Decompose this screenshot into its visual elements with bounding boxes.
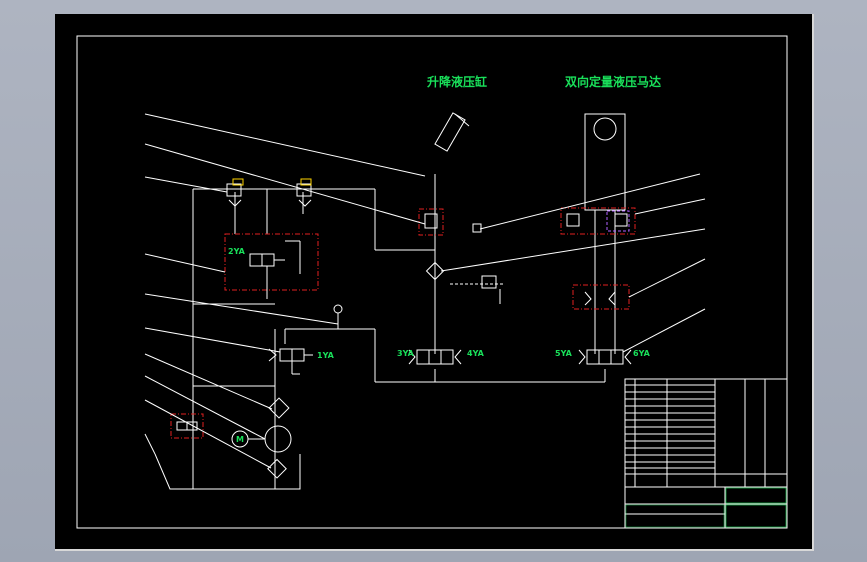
motor-check-box [572, 284, 630, 310]
leader-line-14 [628, 258, 706, 298]
hydraulic-pump [264, 425, 292, 453]
drawing-canvas[interactable]: 2YA 1YA M 升降液压缸 3YA 4YA 双向定量液压马达 [55, 14, 814, 551]
leader-line-4 [144, 353, 273, 410]
relief-valve-8 [226, 183, 242, 197]
valve-5ya-6ya [586, 349, 600, 365]
label-4ya: 4YA [467, 349, 485, 358]
motor-symbol: M [236, 435, 244, 444]
leader-line-5 [144, 327, 281, 353]
valve-3ya-4ya [416, 349, 430, 365]
lift-cylinder [434, 112, 466, 152]
leader-line-12 [634, 198, 706, 215]
leader-line-15 [622, 308, 706, 353]
leader-line-8 [144, 176, 228, 193]
leader-line-1 [144, 433, 156, 455]
hydraulic-schematic: 2YA 1YA M 升降液压缸 3YA 4YA 双向定量液压马达 [76, 35, 788, 529]
leader-line-10 [144, 113, 426, 177]
leader-line-13 [440, 228, 706, 272]
valve-1ya [279, 348, 293, 362]
pressure-gauge [333, 304, 343, 314]
label-6ya: 6YA [633, 349, 651, 358]
label-2ya: 2YA [228, 247, 246, 256]
leader-line-9 [144, 143, 426, 225]
leader-line-11 [479, 173, 701, 230]
oil-tank [154, 453, 301, 490]
leader-line-3 [144, 375, 266, 440]
drawing-border [76, 35, 788, 529]
label-3ya: 3YA [397, 349, 415, 358]
filter-lower [267, 458, 287, 479]
relief-valve-9 [296, 183, 312, 197]
title-block [624, 378, 788, 529]
label-5ya: 5YA [555, 349, 573, 358]
hydraulic-motor [593, 117, 617, 141]
leader-line-2 [144, 399, 272, 469]
motor-relief-box [560, 207, 636, 235]
leader-line-6 [144, 293, 339, 325]
filter-upper [268, 397, 290, 419]
title-lift-cylinder: 升降液压缸 [427, 74, 487, 89]
label-1ya: 1YA [317, 351, 335, 360]
pressure-valve-box [170, 413, 204, 439]
lift-check-box [418, 208, 444, 236]
title-bidirectional-motor: 双向定量液压马达 [565, 74, 661, 89]
valve-2ya-box [224, 233, 319, 291]
leader-line-7 [144, 253, 226, 273]
hydraulic-motor-housing [584, 113, 626, 211]
lift-check-valve [425, 261, 445, 281]
